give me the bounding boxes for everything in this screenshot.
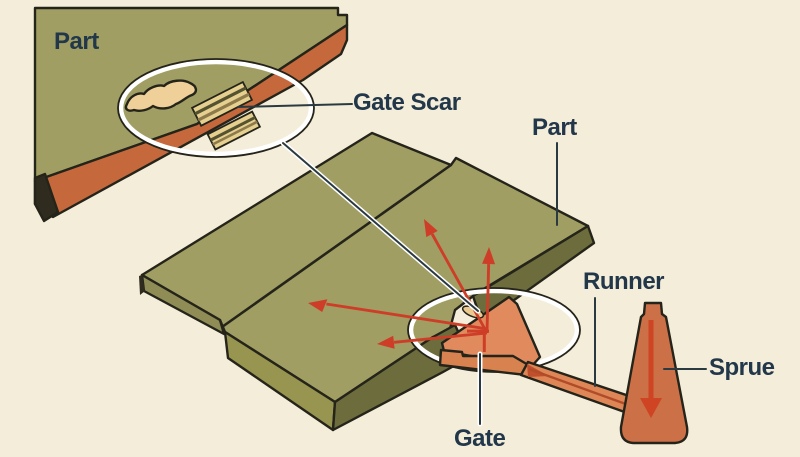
leader-lines: [237, 103, 707, 427]
parting-seam-line: [221, 163, 452, 329]
runner-center-line: [528, 367, 635, 409]
molded-part-corner-cap: [139, 275, 145, 295]
gate-scar-blob: [124, 79, 198, 112]
label-sprue: Sprue: [709, 354, 775, 381]
label-gate: Gate: [454, 425, 506, 452]
gate-scar-stub: [190, 80, 262, 151]
gate-scar-circle-outline: [117, 58, 315, 158]
label-part-right: Part: [532, 114, 577, 141]
feed-system: [438, 295, 689, 445]
finished-part-end-cap: [33, 172, 60, 223]
gate-scar-circle: [117, 58, 315, 158]
molded-part-slab: [139, 131, 596, 432]
label-runner: Runner: [583, 268, 665, 295]
gate-tab: [438, 348, 532, 377]
label-gate-scar: Gate Scar: [353, 89, 461, 116]
sprue-flow-arrow: [640, 320, 662, 418]
label-part-top-left: Part: [54, 28, 99, 55]
gate-scar-circle-halo: [118, 59, 314, 157]
scar-to-gate-leader: [282, 142, 479, 312]
sprue-cone: [619, 301, 689, 445]
gate-scar-leader: [237, 103, 353, 108]
